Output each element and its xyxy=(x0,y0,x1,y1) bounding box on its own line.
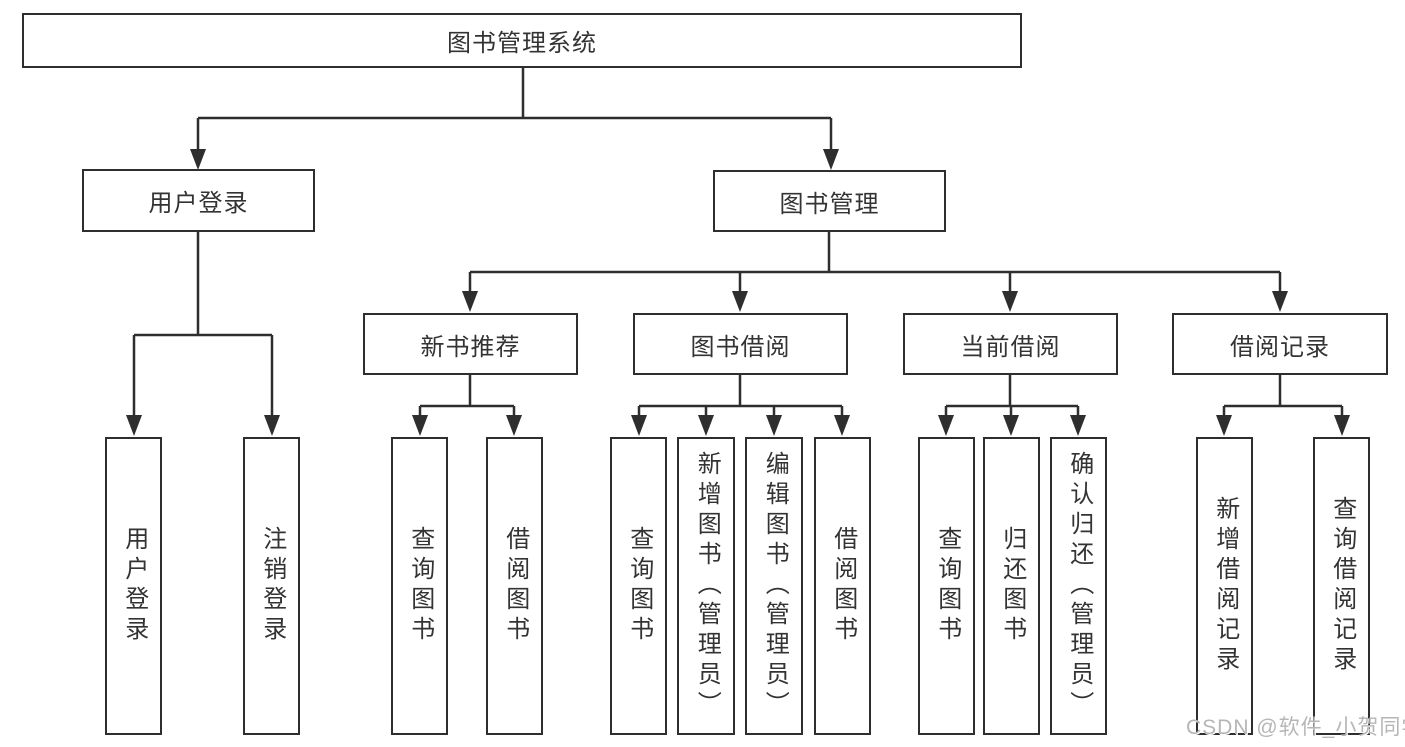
node-label: 查询图书 xyxy=(625,526,653,646)
node-label: 借阅记录 xyxy=(1230,333,1330,361)
node-book-borrowing: 图书借阅 xyxy=(633,313,848,375)
node-leaf-query-books-recommend: 查询图书 xyxy=(391,437,448,735)
node-label: 归还图书 xyxy=(998,526,1026,646)
node-label: 新书推荐 xyxy=(420,333,521,361)
node-leaf-edit-books-admin: 编辑图书（管理员） xyxy=(745,437,803,735)
node-user-login: 用户登录 xyxy=(82,169,315,232)
node-library-management-system: 图书管理系统 xyxy=(22,13,1022,68)
node-leaf-query-borrow-record: 查询借阅记录 xyxy=(1313,437,1370,735)
node-label: 图书借阅 xyxy=(690,333,791,361)
node-leaf-logout: 注销登录 xyxy=(243,437,300,735)
node-label: 当前借阅 xyxy=(960,333,1061,361)
node-leaf-borrow-books-recommend: 借阅图书 xyxy=(486,437,543,735)
node-borrowing-records: 借阅记录 xyxy=(1172,313,1388,375)
node-label: 图书管理系统 xyxy=(447,30,597,57)
node-label: 查询图书 xyxy=(406,526,434,646)
node-leaf-query-books-borrowing: 查询图书 xyxy=(610,437,667,735)
node-label: 图书管理 xyxy=(779,190,880,218)
node-label: 查询图书 xyxy=(933,526,961,646)
node-leaf-query-books-current: 查询图书 xyxy=(918,437,975,735)
node-leaf-return-books: 归还图书 xyxy=(983,437,1040,735)
node-leaf-user-login: 用户登录 xyxy=(105,437,162,735)
node-label: 用户登录 xyxy=(120,526,148,646)
node-leaf-add-borrow-record: 新增借阅记录 xyxy=(1196,437,1253,735)
node-new-book-recommendation: 新书推荐 xyxy=(363,313,578,375)
connector-paths xyxy=(132,68,1344,417)
node-label: 用户登录 xyxy=(148,190,249,217)
node-leaf-borrow-books-borrowing: 借阅图书 xyxy=(814,437,871,735)
node-label: 确认归还（管理员） xyxy=(1065,451,1093,721)
node-leaf-confirm-return-admin: 确认归还（管理员） xyxy=(1050,437,1107,735)
node-label: 借阅图书 xyxy=(829,526,857,646)
node-label: 注销登录 xyxy=(258,526,286,646)
node-label: 借阅图书 xyxy=(501,526,529,646)
csdn-watermark: CSDN @软件_小贺同学 xyxy=(1186,716,1405,739)
node-label: 新增借阅记录 xyxy=(1211,496,1239,676)
node-label: 新增图书（管理员） xyxy=(693,451,721,721)
node-label: 编辑图书（管理员） xyxy=(761,451,789,721)
node-current-borrowing: 当前借阅 xyxy=(903,313,1118,375)
node-label: 查询借阅记录 xyxy=(1328,496,1356,676)
node-leaf-add-books-admin: 新增图书（管理员） xyxy=(677,437,735,735)
node-book-management: 图书管理 xyxy=(713,170,946,232)
arrow-down-icons xyxy=(126,149,1350,436)
